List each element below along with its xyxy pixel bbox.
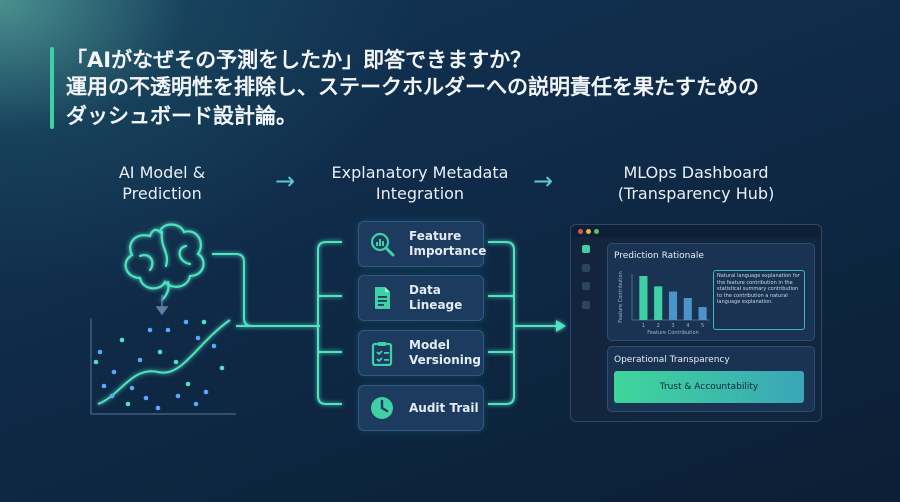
window-titlebar — [571, 225, 821, 237]
scatter-point — [147, 327, 153, 333]
scatter-point — [203, 389, 209, 395]
column-heading-metadata-line1: Explanatory Metadata — [331, 163, 509, 182]
metadata-label-line2: Versioning — [409, 353, 481, 367]
flow-arrow-2: → — [533, 167, 554, 195]
scatter-point — [129, 385, 135, 391]
chart-tick-label: 5 — [701, 323, 704, 329]
trend-curve — [97, 319, 231, 405]
sidebar-item — [582, 282, 590, 290]
scatter-point — [183, 319, 189, 325]
metadata-label: Data Lineage — [409, 283, 462, 313]
scatter-point — [219, 365, 225, 371]
metadata-card-audit-trail: Audit Trail — [358, 385, 484, 431]
trust-accountability-button[interactable]: Trust & Accountability — [614, 371, 804, 403]
clipboard-check-icon — [371, 342, 393, 366]
scatter-point — [97, 349, 103, 355]
scatter-point — [119, 337, 125, 343]
metadata-label-line1: Feature — [409, 229, 462, 243]
column-heading-dashboard: MLOps Dashboard (Transparency Hub) — [606, 162, 786, 204]
scatter-point — [193, 401, 199, 407]
prediction-rationale-title: Prediction Rationale — [614, 251, 704, 261]
flow-arrow-1: → — [275, 167, 296, 195]
window-maximize-dot — [594, 229, 599, 234]
window-minimize-dot — [586, 229, 591, 234]
scatter-point — [201, 319, 207, 325]
scatter-point — [155, 405, 161, 411]
clock-icon — [371, 397, 393, 419]
chart-bar — [639, 276, 648, 320]
metadata-label-line1: Model — [409, 338, 451, 352]
chart-tick-label: 1 — [642, 323, 645, 329]
magnifier-chart-icon — [370, 232, 395, 257]
metadata-label-line1: Audit Trail — [409, 400, 479, 415]
scatter-point — [125, 401, 131, 407]
metadata-label: Feature Importance — [409, 229, 486, 259]
scatter-point — [101, 383, 107, 389]
metadata-label-line2: Lineage — [409, 298, 463, 312]
scatter-point — [157, 349, 163, 355]
scatter-point — [175, 393, 181, 399]
column-heading-metadata: Explanatory Metadata Integration — [330, 162, 510, 204]
chart-bar — [698, 307, 707, 320]
scatter-point — [111, 369, 117, 375]
connector-lines — [212, 241, 556, 405]
chart-tick-label: 4 — [686, 323, 689, 329]
scatter-point — [195, 335, 201, 341]
scatter-points — [93, 319, 225, 411]
scatter-point — [93, 359, 99, 365]
metadata-label: Audit Trail — [409, 401, 479, 416]
brain-icon — [124, 223, 205, 302]
window-close-dot — [578, 229, 583, 234]
headline-accent-bar — [50, 47, 54, 129]
metadata-label-line2: Importance — [409, 244, 487, 258]
chart-bar — [668, 291, 678, 320]
scatter-point — [211, 343, 217, 349]
chart-y-label: Feature Contribution — [618, 271, 624, 323]
explanation-callout: Natural language explanation for the fea… — [713, 270, 805, 330]
chart-tick-label: 3 — [671, 323, 674, 329]
scatter-point — [109, 393, 115, 399]
scatter-point — [165, 327, 171, 333]
metadata-card-feature-importance: Feature Importance — [358, 221, 486, 267]
headline-line-2: 運用の不透明性を排除し、ステークホルダーへの説明責任を果たすための — [66, 75, 759, 99]
sidebar-item-active — [582, 245, 590, 253]
sidebar-item — [582, 301, 590, 309]
metadata-card-model-versioning: Model Versioning — [358, 330, 484, 376]
column-heading-model-line2: Prediction — [122, 184, 202, 203]
chart-x-label: Feature Contribution — [647, 330, 699, 336]
scatter-point — [143, 395, 149, 401]
scatter-point — [185, 381, 191, 387]
metadata-label: Model Versioning — [409, 338, 481, 368]
scatter-point — [137, 357, 143, 363]
operational-transparency-title: Operational Transparency — [614, 355, 730, 365]
metadata-label-line1: Data — [409, 283, 441, 297]
headline-line-3: ダッシュボード設計論。 — [66, 104, 297, 128]
metadata-card-data-lineage: Data Lineage — [358, 275, 484, 321]
scatter-axes — [90, 318, 236, 415]
column-heading-metadata-line2: Integration — [375, 184, 465, 203]
document-icon — [375, 287, 390, 309]
column-heading-model: AI Model & Prediction — [92, 162, 232, 204]
scatter-point — [173, 359, 179, 365]
connector-arrowhead — [556, 320, 566, 332]
chart-tick-label: 2 — [657, 323, 660, 329]
headline-line-1: 「AIがなぜその予測をしたか」即答できますか？ — [66, 48, 532, 72]
chart-bar — [683, 298, 692, 320]
column-heading-dashboard-line1: MLOps Dashboard — [623, 163, 769, 182]
chart-bar — [654, 286, 663, 320]
sidebar-item — [582, 264, 590, 272]
column-heading-dashboard-line2: (Transparency Hub) — [617, 184, 775, 203]
down-arrow-icon — [155, 295, 169, 316]
column-heading-model-line1: AI Model & — [118, 163, 206, 182]
operational-transparency-panel: Operational Transparency Trust & Account… — [607, 346, 815, 412]
